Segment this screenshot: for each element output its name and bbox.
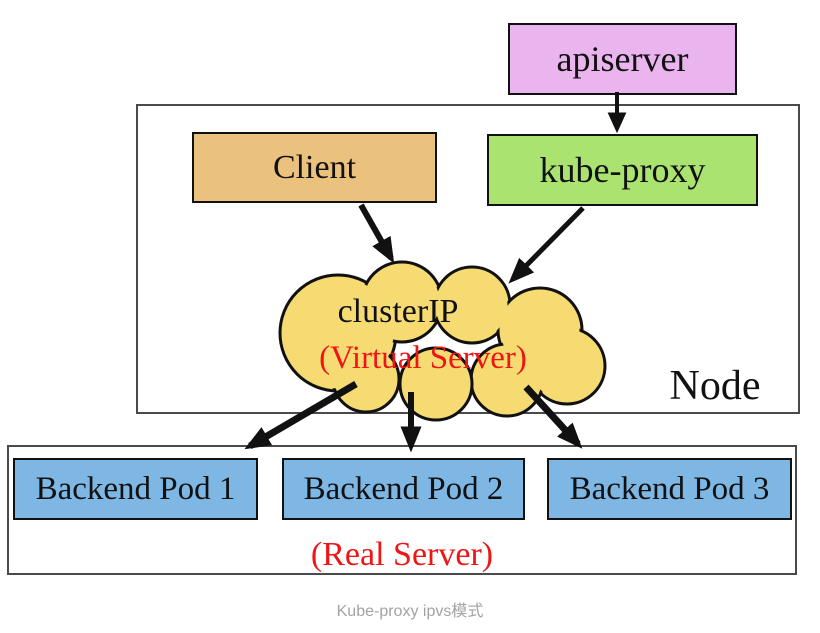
kube-proxy-node: kube-proxy: [487, 134, 758, 206]
apiserver-label: apiserver: [556, 39, 689, 79]
backend-pod-3-node: Backend Pod 3: [547, 458, 792, 520]
apiserver-node: apiserver: [508, 23, 737, 95]
virtual-server-label: (Virtual Server): [319, 340, 527, 376]
diagram-caption: Kube-proxy ipvs模式: [336, 603, 484, 620]
backend-pod-3-label: Backend Pod 3: [569, 470, 770, 507]
client-label: Client: [272, 148, 357, 186]
backend-pod-2-label: Backend Pod 2: [303, 470, 504, 507]
real-server-label: (Real Server): [310, 536, 494, 573]
kube-proxy-label: kube-proxy: [539, 150, 706, 190]
clusterip-label: clusterIP: [337, 293, 459, 330]
backend-pod-2-node: Backend Pod 2: [282, 458, 525, 520]
node-label: Node: [669, 363, 761, 409]
backend-pod-1-label: Backend Pod 1: [35, 470, 236, 507]
client-node: Client: [192, 132, 437, 203]
backend-pod-1-node: Backend Pod 1: [13, 458, 258, 520]
